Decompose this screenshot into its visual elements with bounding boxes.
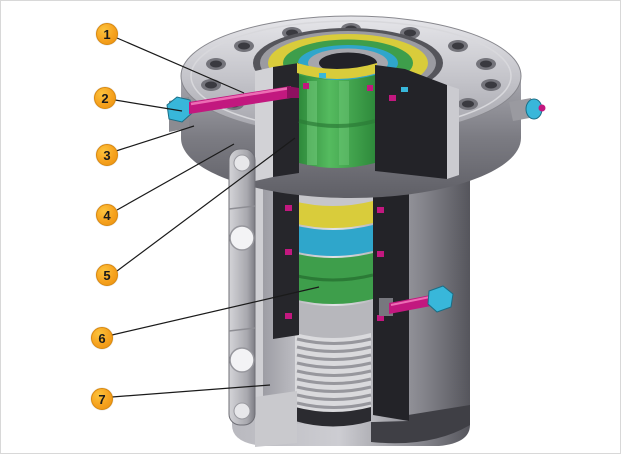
bottom-foot-cut-face [255, 391, 297, 447]
flange-cutaway-section [255, 63, 459, 181]
callout-4: 4 [96, 204, 118, 226]
test-port-tip [538, 104, 546, 112]
seal-band-green-divider [292, 273, 374, 282]
strip-bolt-hole-lower [229, 347, 255, 373]
leader-line-2 [114, 99, 183, 112]
side-bolt-flange-strip [228, 148, 256, 426]
callout-3-number: 3 [103, 147, 111, 163]
sleeve-groove [298, 119, 376, 128]
callout-7-number: 7 [98, 391, 106, 407]
leader-line-5 [116, 137, 296, 272]
callout-6: 6 [91, 327, 113, 349]
leader-line-6 [111, 286, 320, 336]
lock-screw-right-nut [427, 285, 454, 313]
thread-section-bg [295, 333, 371, 414]
leader-line-4 [116, 143, 235, 211]
bore-bottom-dark [295, 407, 371, 427]
callout-5: 5 [96, 264, 118, 286]
hanger-green-sleeve [299, 75, 375, 168]
flange-cut-face-right [447, 85, 459, 179]
seal-fasteners [285, 205, 384, 321]
strip-body [228, 148, 256, 426]
strip-bolt-hole-upper [229, 225, 255, 251]
leader-line-7 [111, 384, 271, 398]
callout-6-number: 6 [98, 330, 106, 346]
callout-2: 2 [94, 87, 116, 109]
leader-line-1 [116, 37, 245, 94]
flange-section-wall-left [273, 63, 299, 177]
callout-1-number: 1 [103, 26, 111, 42]
seal-band-cyan [293, 225, 373, 256]
section-wall-right [373, 159, 409, 421]
leader-line-3 [115, 125, 195, 152]
callout-3: 3 [96, 144, 118, 166]
flange-section-wall-right [375, 65, 447, 179]
thread-lines [296, 337, 372, 409]
test-port-plug [509, 98, 546, 121]
hanger-top-yellow-edge [297, 63, 377, 79]
callout-1: 1 [96, 23, 118, 45]
lock-screw-left [166, 86, 299, 132]
inner-mandrel-lower [293, 301, 373, 340]
lock-screw-right [379, 285, 454, 316]
leader-lines [111, 37, 320, 398]
flange-cut-face-left [255, 67, 273, 181]
callout-7: 7 [91, 388, 113, 410]
callout-2-number: 2 [101, 90, 109, 106]
seal-band-yellow [293, 201, 373, 228]
callout-5-number: 5 [103, 267, 111, 283]
inner-components [255, 159, 409, 447]
body-bottom-shadow [371, 405, 470, 444]
flange-seal-fasteners [303, 73, 408, 101]
lock-screw-left-tip [287, 86, 299, 98]
callout-4-number: 4 [103, 207, 111, 223]
sleeve-highlight-2 [339, 81, 349, 165]
body-cut-face-left [255, 159, 263, 445]
